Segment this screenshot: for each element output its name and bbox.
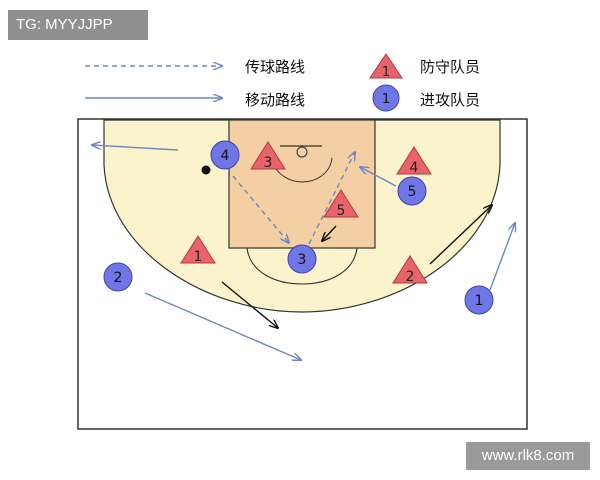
free-throw-arc: [246, 247, 358, 285]
move-route-5: [360, 167, 397, 187]
defender-3-icon: 3: [250, 141, 286, 171]
legend-attacker-icon: 1: [372, 84, 400, 112]
svg-text:1: 1: [475, 293, 484, 309]
legend-pass-label: 传球路线: [245, 58, 306, 76]
pass-route-4-to-3: [232, 175, 289, 243]
move-route-1: [489, 223, 515, 291]
defender-route-1: [221, 281, 278, 328]
defender-1-icon: 1: [180, 235, 216, 265]
defender-route-2: [429, 205, 492, 265]
svg-text:4: 4: [221, 148, 230, 164]
legend-defender-icon: 1: [369, 53, 403, 80]
svg-text:1: 1: [382, 65, 390, 80]
defender-5-icon: 5: [323, 189, 359, 219]
paint-area: [228, 119, 376, 249]
legend-move-label: 移动路线: [245, 91, 306, 109]
attacker-1-icon: 1: [464, 285, 494, 315]
svg-text:1: 1: [194, 249, 203, 265]
move-route-4: [92, 145, 179, 151]
legend-defender-label: 防守队员: [420, 58, 481, 76]
attacker-2-icon: 2: [103, 262, 133, 292]
defender-route-5: [322, 225, 337, 241]
watermark-label: TG: MYYJJPP: [8, 10, 148, 40]
attacker-4-icon: 4: [210, 140, 240, 170]
move-route-2: [144, 292, 301, 360]
defender-2-icon: 2: [392, 255, 428, 285]
ball-icon: [201, 165, 211, 175]
attacker-5-icon: 5: [397, 176, 427, 206]
legend-attacker-label: 进攻队员: [420, 91, 481, 109]
svg-text:1: 1: [382, 92, 390, 107]
svg-text:5: 5: [408, 184, 417, 200]
hoop-icon: [296, 146, 308, 158]
svg-text:4: 4: [410, 160, 419, 176]
restricted-arc: [271, 157, 333, 183]
svg-text:3: 3: [298, 252, 307, 268]
site-badge: www.rlk8.com: [466, 442, 590, 470]
attacker-3-icon: 3: [287, 244, 317, 274]
svg-text:5: 5: [337, 203, 346, 219]
defender-4-icon: 4: [396, 146, 432, 176]
pass-route-3-to-5: [308, 152, 355, 245]
svg-text:2: 2: [114, 270, 123, 286]
svg-text:3: 3: [264, 155, 273, 171]
svg-text:2: 2: [406, 269, 415, 285]
